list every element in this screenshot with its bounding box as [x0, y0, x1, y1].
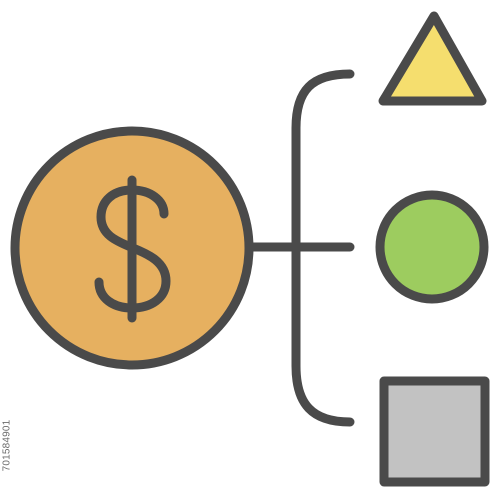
square-shape-icon [379, 376, 490, 487]
stock-id-label: 701584901 [1, 419, 13, 471]
circle-shape-icon [375, 190, 489, 304]
dollar-sign-curve [94, 185, 171, 313]
triangle-shape-icon [378, 11, 487, 106]
curly-bracket [291, 69, 355, 427]
